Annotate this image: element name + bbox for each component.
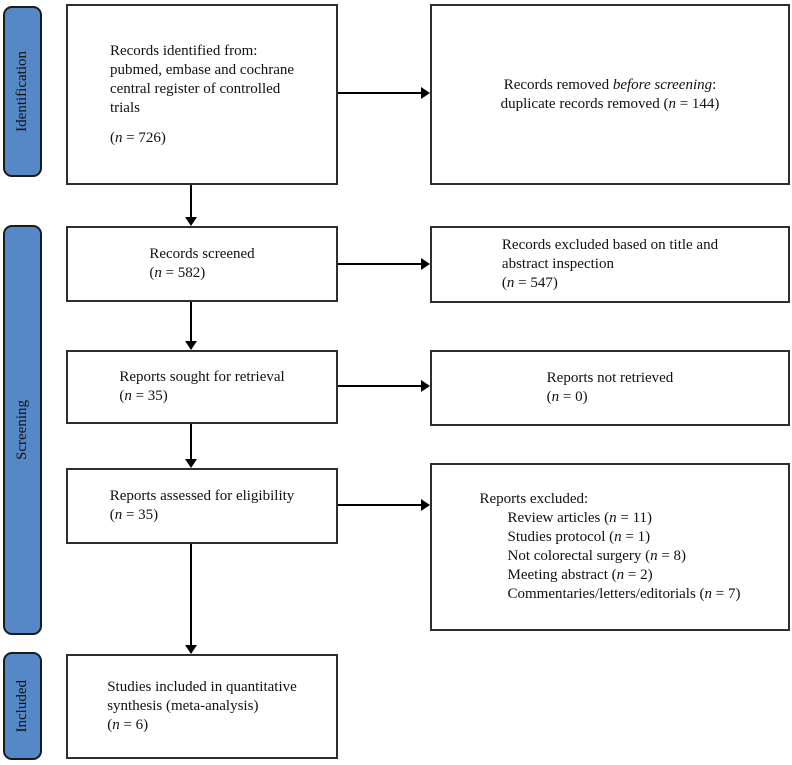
arrow-shaft bbox=[338, 92, 422, 94]
box-text-line: Review articles (n = 11) bbox=[507, 510, 653, 526]
box-reports-not-retrieved: Reports not retrieved (n = 0) bbox=[430, 350, 790, 426]
arrow-shaft bbox=[190, 302, 192, 342]
box-text-line: abstract inspection bbox=[501, 256, 614, 272]
arrow-screened-to-excluded-icon bbox=[338, 257, 430, 271]
stage-label-included: Included bbox=[14, 679, 30, 733]
box-text: Reports excluded: Review articles (n = 11… bbox=[480, 490, 741, 604]
box-text-line: (n = 547) bbox=[501, 275, 558, 291]
box-text-line: (n = 35) bbox=[109, 507, 159, 523]
box-text-line: Meeting abstract (n = 2) bbox=[507, 567, 653, 583]
arrow-head-right-icon bbox=[421, 499, 430, 511]
arrow-shaft bbox=[338, 263, 422, 265]
box-text-line: duplicate records removed (n = 144) bbox=[500, 95, 720, 112]
arrow-identified-to-removed-icon bbox=[338, 86, 430, 100]
box-text: Reports assessed for eligibility (n = 35) bbox=[110, 487, 295, 525]
box-reports-excluded: Reports excluded: Review articles (n = 11… bbox=[430, 463, 790, 631]
box-text: Records excluded based on title and abstr… bbox=[502, 236, 718, 293]
stage-bar-identification: Identification bbox=[3, 6, 42, 177]
box-text-line: synthesis (meta-analysis) bbox=[107, 698, 259, 714]
stage-label-identification: Identification bbox=[14, 51, 30, 132]
arrow-shaft bbox=[190, 185, 192, 218]
box-text-line: Reports excluded: bbox=[479, 491, 589, 507]
arrow-screened-to-sought-icon bbox=[184, 302, 198, 350]
arrow-assessed-to-included-icon bbox=[184, 544, 198, 654]
arrow-assessed-to-excluded-icon bbox=[338, 498, 430, 512]
box-reports-assessed: Reports assessed for eligibility (n = 35) bbox=[66, 468, 338, 544]
arrow-head-right-icon bbox=[421, 87, 430, 99]
box-records-screened: Records screened (n = 582) bbox=[66, 226, 338, 302]
box-text-line: pubmed, embase and cochrane bbox=[109, 61, 295, 78]
box-text: Records screened (n = 582) bbox=[149, 245, 254, 283]
box-text-line: Reports assessed for eligibility bbox=[109, 488, 295, 504]
box-text-line: Reports sought for retrieval bbox=[119, 369, 285, 385]
box-studies-included: Studies included in quantitative synthesi… bbox=[66, 654, 338, 759]
arrow-sought-to-assessed-icon bbox=[184, 424, 198, 468]
arrow-shaft bbox=[190, 544, 192, 646]
arrow-identified-to-screened-icon bbox=[184, 185, 198, 226]
box-text: Studies included in quantitative synthesi… bbox=[107, 678, 297, 735]
box-text: Reports not retrieved (n = 0) bbox=[547, 369, 674, 407]
stage-bar-screening: Screening bbox=[3, 225, 42, 635]
arrow-sought-to-not-retrieved-icon bbox=[338, 379, 430, 393]
arrow-head-down-icon bbox=[185, 459, 197, 468]
box-text-line: Records identified from: bbox=[109, 42, 258, 59]
box-records-identified: Records identified from: pubmed, embase a… bbox=[66, 4, 338, 185]
box-text-line: Studies included in quantitative bbox=[107, 679, 297, 695]
box-text-line: trials bbox=[109, 99, 140, 116]
box-text-line: Reports not retrieved bbox=[546, 370, 674, 386]
arrow-shaft bbox=[190, 424, 192, 460]
box-text: Records removed before screening: duplica… bbox=[501, 76, 720, 114]
box-text-line: (n = 582) bbox=[149, 265, 206, 281]
arrow-head-right-icon bbox=[421, 258, 430, 270]
box-text-line: (n = 6) bbox=[107, 717, 149, 733]
box-text-line: Records excluded based on title and bbox=[501, 237, 719, 253]
box-records-removed: Records removed before screening: duplica… bbox=[430, 4, 790, 185]
box-text: Reports sought for retrieval (n = 35) bbox=[119, 368, 284, 406]
box-text-line: Not colorectal surgery (n = 8) bbox=[507, 548, 687, 564]
arrow-head-down-icon bbox=[185, 645, 197, 654]
box-text-line: (n = 35) bbox=[119, 388, 168, 404]
box-text-line: (n = 0) bbox=[546, 389, 588, 405]
arrow-head-down-icon bbox=[185, 217, 197, 226]
stage-bar-included: Included bbox=[3, 652, 42, 760]
box-text-line: central register of controlled bbox=[109, 80, 281, 97]
arrow-head-down-icon bbox=[185, 341, 197, 350]
box-text-line: Commentaries/letters/editorials (n = 7) bbox=[507, 586, 741, 602]
box-text-line: Records screened bbox=[149, 246, 255, 262]
stage-label-screening: Screening bbox=[14, 400, 30, 460]
box-reports-sought: Reports sought for retrieval (n = 35) bbox=[66, 350, 338, 424]
arrow-head-right-icon bbox=[421, 380, 430, 392]
box-text: Records identified from: pubmed, embase a… bbox=[110, 42, 294, 148]
arrow-shaft bbox=[338, 504, 422, 506]
box-text-line: Studies protocol (n = 1) bbox=[507, 529, 651, 545]
arrow-shaft bbox=[338, 385, 422, 387]
box-text-line: (n = 726) bbox=[109, 129, 166, 146]
box-text-line: Records removed before screening: bbox=[503, 76, 717, 93]
box-records-excluded: Records excluded based on title and abstr… bbox=[430, 226, 790, 303]
